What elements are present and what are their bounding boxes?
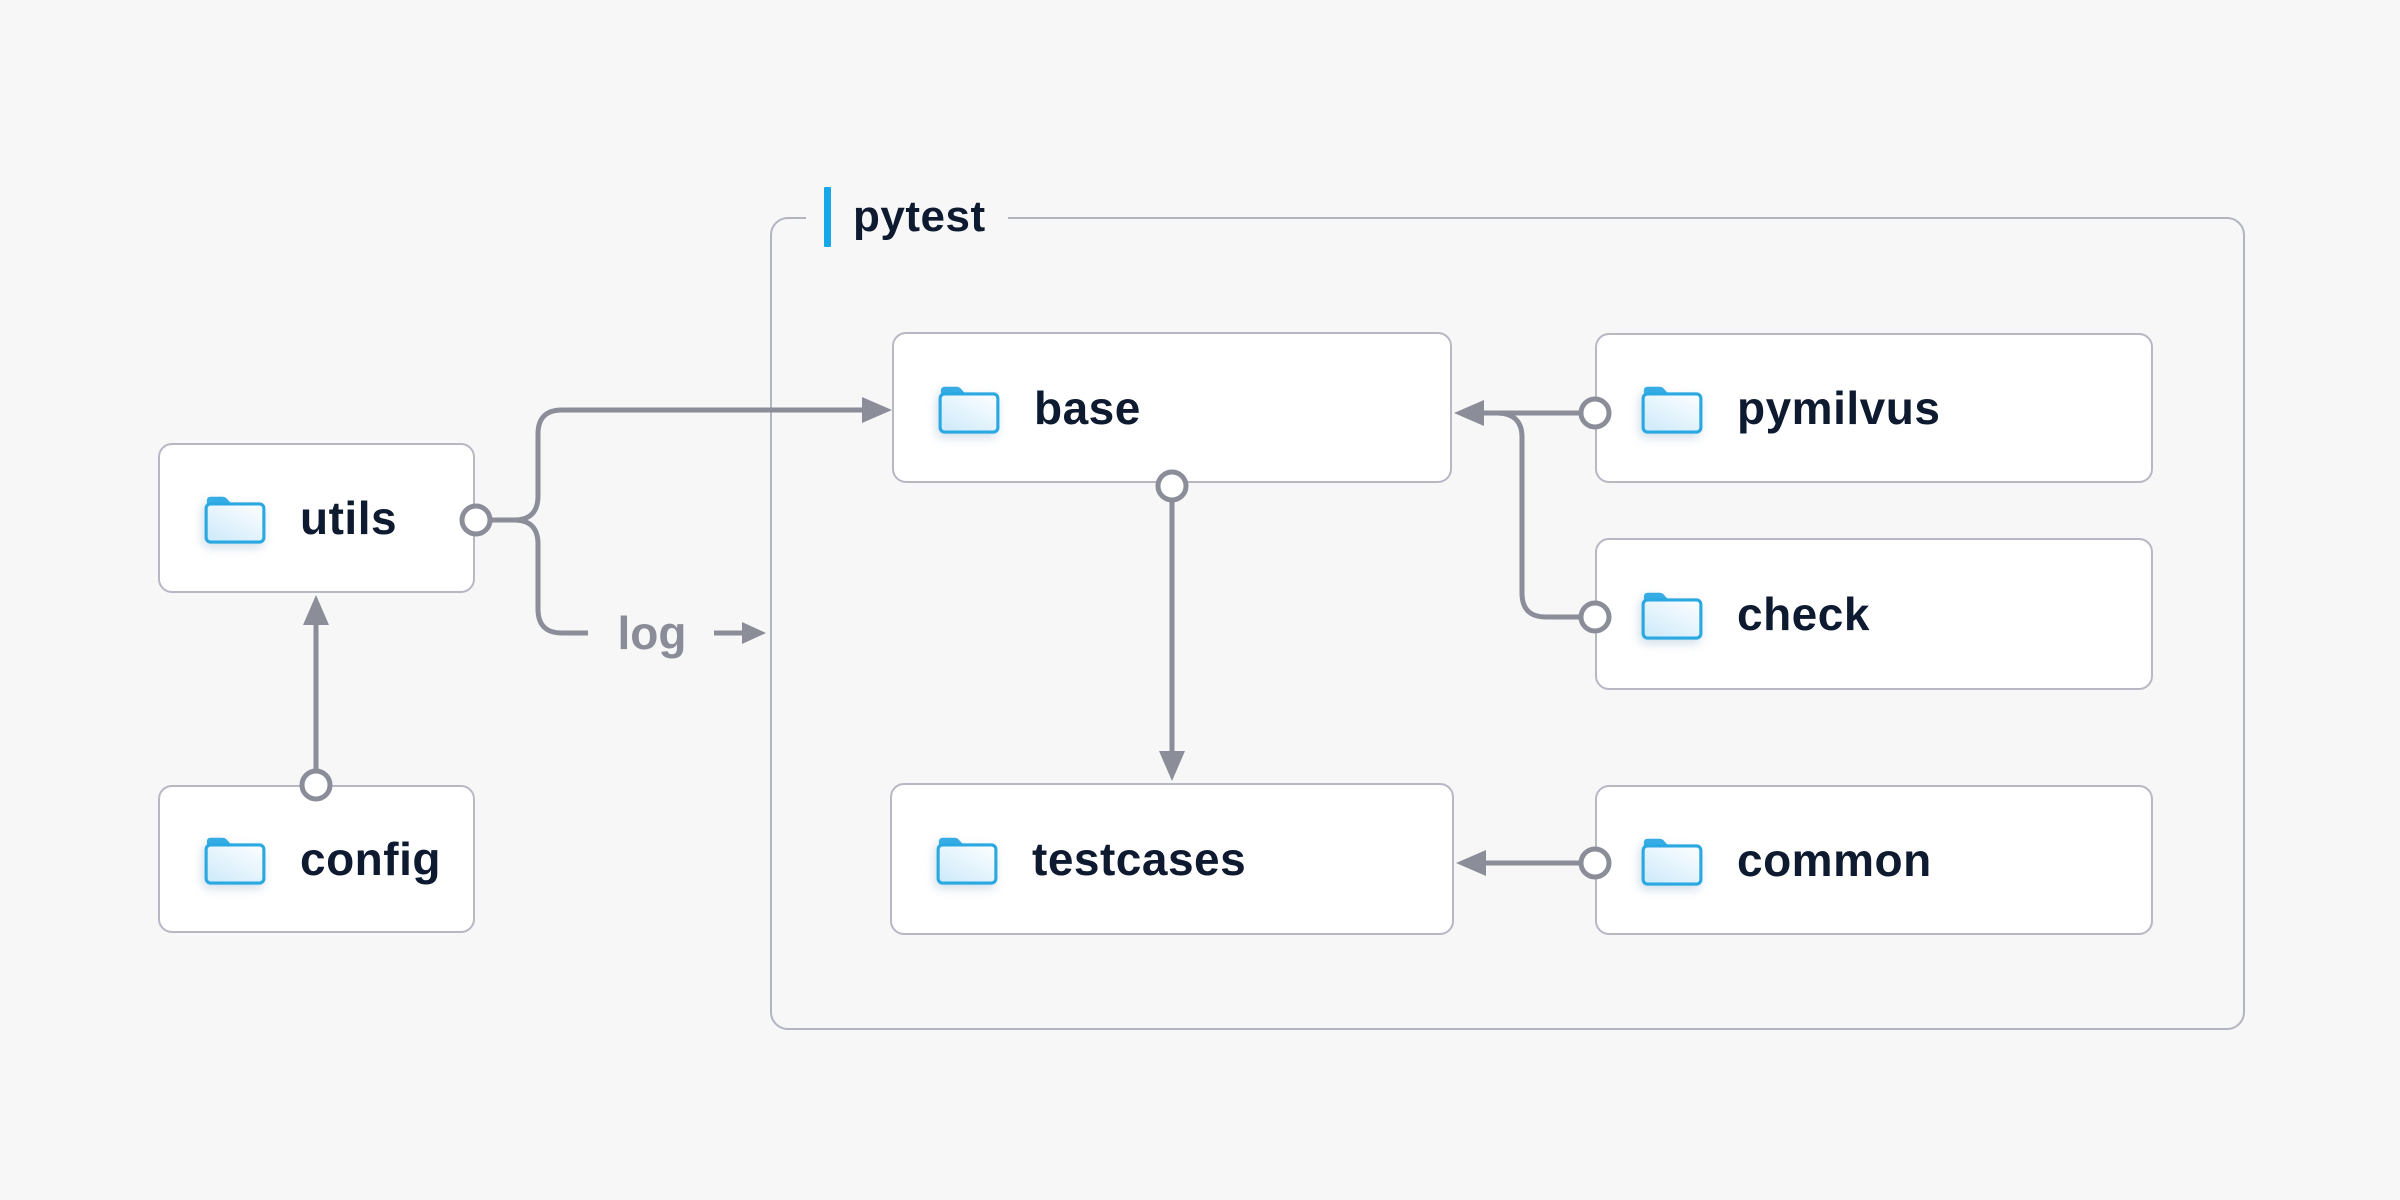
node-label: utils <box>300 492 398 544</box>
node-utils: utils <box>158 443 475 593</box>
pytest-label: pytest <box>806 181 1008 253</box>
folder-icon <box>936 837 998 885</box>
node-label: config <box>300 833 441 885</box>
accent-bar <box>824 187 831 247</box>
edge-config-to-utils <box>303 595 329 771</box>
folder-icon <box>1641 838 1703 886</box>
folder-icon <box>1641 386 1703 434</box>
pytest-label-text: pytest <box>853 192 986 241</box>
node-common: common <box>1595 785 2153 935</box>
pytest-container <box>770 217 2245 1030</box>
edge-label-log: log <box>617 607 687 659</box>
node-label: base <box>1034 381 1141 434</box>
node-label: testcases <box>1032 833 1247 885</box>
node-config: config <box>158 785 475 933</box>
node-check: check <box>1595 538 2153 690</box>
folder-icon <box>204 496 266 544</box>
node-label: check <box>1737 588 1870 640</box>
node-pymilvus: pymilvus <box>1595 333 2153 483</box>
node-label: common <box>1737 834 1932 886</box>
node-base: base <box>892 332 1452 483</box>
folder-icon <box>1641 592 1703 640</box>
folder-icon <box>204 837 266 885</box>
node-label: pymilvus <box>1737 382 1941 434</box>
folder-icon <box>938 386 1000 434</box>
node-testcases: testcases <box>890 783 1454 935</box>
